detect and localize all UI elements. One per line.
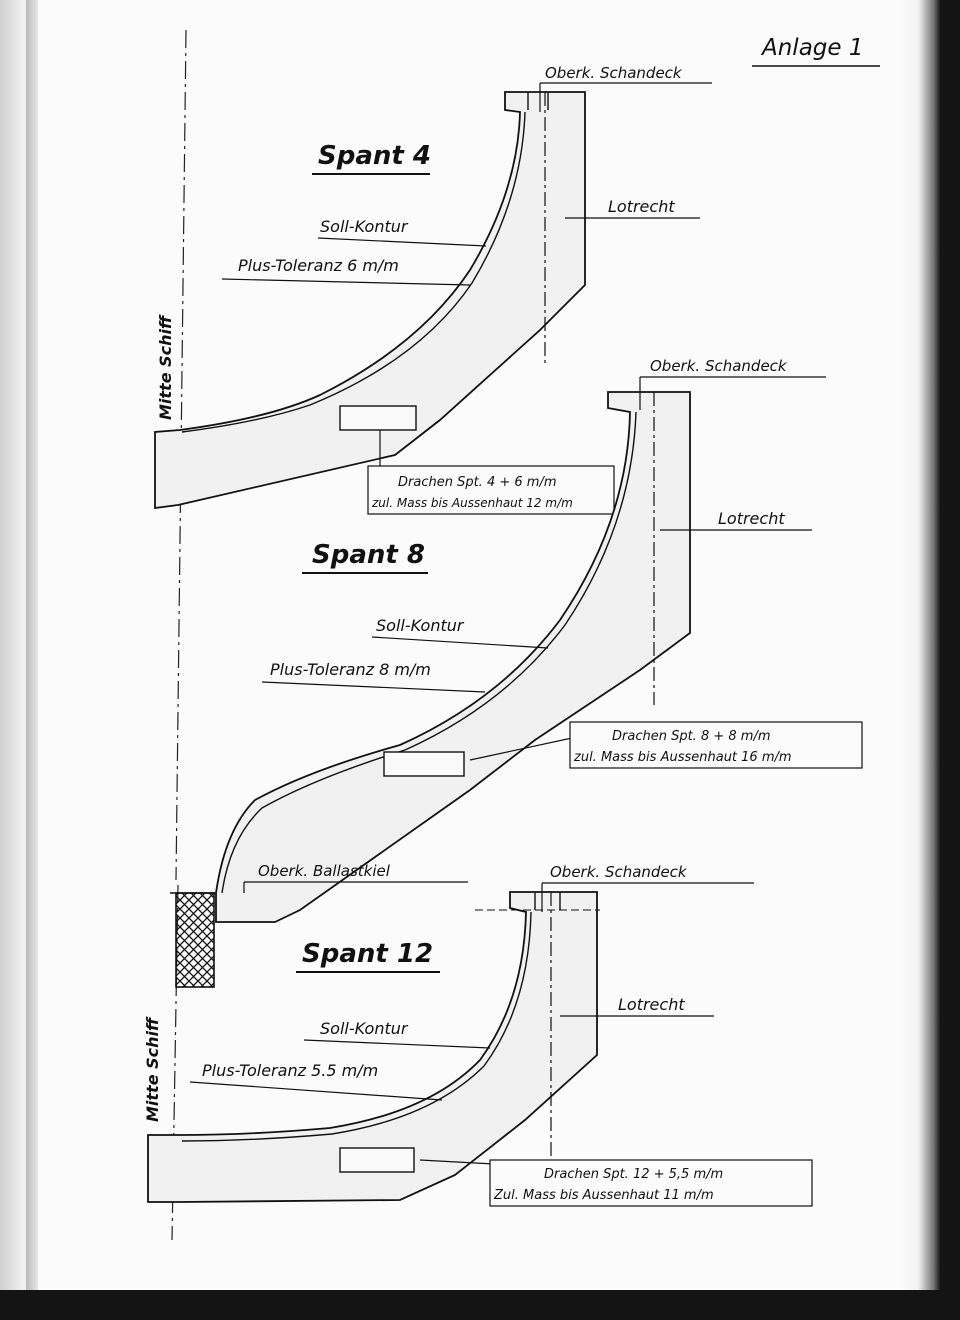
frame-4-callout-box xyxy=(367,465,615,515)
frame-8-callout-box xyxy=(569,721,863,769)
frame-4-title: Spant 4 xyxy=(318,141,431,171)
frame-8-drachen-leader xyxy=(469,737,573,761)
frame-12-drachen-block xyxy=(339,1147,415,1173)
frame-8-callout-line-1: Drachen Spt. 8 + 8 m/m xyxy=(612,729,770,744)
frame-4-contour-line xyxy=(181,111,526,433)
frame-spant-12: Spant 12 Oberk. Schandeck Lotrecht Soll-… xyxy=(147,863,813,1207)
frame-8-vertical-label: Lotrecht xyxy=(718,509,785,528)
frame-12-contour-line xyxy=(181,911,532,1142)
frame-12-tolerance-leader xyxy=(189,1081,443,1101)
frame-4-drachen-block xyxy=(339,405,417,431)
frame-12-callout-line-2: Zul. Mass bis Aussenhaut 11 m/m xyxy=(493,1188,714,1203)
frame-8-drachen-block xyxy=(383,751,465,777)
frame-12-contour-label: Soll-Kontur xyxy=(320,1019,409,1038)
frame-4-callout-line-1: Drachen Spt. 4 + 6 m/m xyxy=(398,475,556,490)
frame-12-vertical-label: Lotrecht xyxy=(618,995,685,1014)
frame-8-contour-leader xyxy=(371,636,549,649)
frame-12-outline xyxy=(147,891,598,1203)
frame-12-drachen-leader xyxy=(419,1159,495,1165)
frame-8-title: Spant 8 xyxy=(312,540,425,570)
frame-12-callout-box xyxy=(489,1159,813,1207)
frame-8-contour-label: Soll-Kontur xyxy=(376,616,465,635)
frame-8-top-label: Oberk. Schandeck xyxy=(650,357,788,375)
centerline-label-lower: Mitte Schiff xyxy=(143,1016,162,1122)
frame-12-title: Spant 12 xyxy=(302,939,433,969)
frame-4-vertical-label: Lotrecht xyxy=(608,197,675,216)
frame-8-outline xyxy=(215,391,691,923)
page-edge-shadow xyxy=(918,0,940,1290)
frame-spant-4: Spant 4 Oberk. Schandeck Lotrecht Soll-K… xyxy=(154,64,712,515)
frame-8-callout-line-2: zul. Mass bis Aussenhaut 16 m/m xyxy=(573,750,792,765)
frame-12-tolerance-label: Plus-Toleranz 5.5 m/m xyxy=(202,1061,378,1080)
frame-8-contour-line xyxy=(221,411,637,894)
annex-label: Anlage 1 xyxy=(760,35,864,61)
frame-8-keel-label: Oberk. Ballastkiel xyxy=(258,862,391,880)
frame-12-deck-notch xyxy=(534,892,561,910)
frame-4-deck-notch xyxy=(527,92,549,110)
frame-12-contour-leader xyxy=(303,1039,491,1049)
centerline-upper xyxy=(175,29,187,881)
frame-8-tolerance-leader xyxy=(261,681,486,693)
binding-gutter xyxy=(26,0,38,1290)
centerline-label-upper: Mitte Schiff xyxy=(156,314,175,420)
ballast-keel-hatch xyxy=(175,892,215,988)
frame-4-contour-leader xyxy=(317,237,487,247)
frame-4-top-label: Oberk. Schandeck xyxy=(545,64,683,82)
frame-12-top-label: Oberk. Schandeck xyxy=(550,863,688,881)
frame-4-contour-label: Soll-Kontur xyxy=(320,217,409,236)
frame-4-tolerance-leader xyxy=(221,278,471,286)
frame-4-tolerance-label: Plus-Toleranz 6 m/m xyxy=(238,256,399,275)
frame-4-callout-line-2: zul. Mass bis Aussenhaut 12 m/m xyxy=(371,496,573,510)
frame-spant-8: Spant 8 Oberk. Schandeck Lotrecht Soll-K… xyxy=(170,357,863,988)
frame-12-callout-line-1: Drachen Spt. 12 + 5,5 m/m xyxy=(544,1167,723,1182)
frame-8-tolerance-label: Plus-Toleranz 8 m/m xyxy=(270,660,431,679)
